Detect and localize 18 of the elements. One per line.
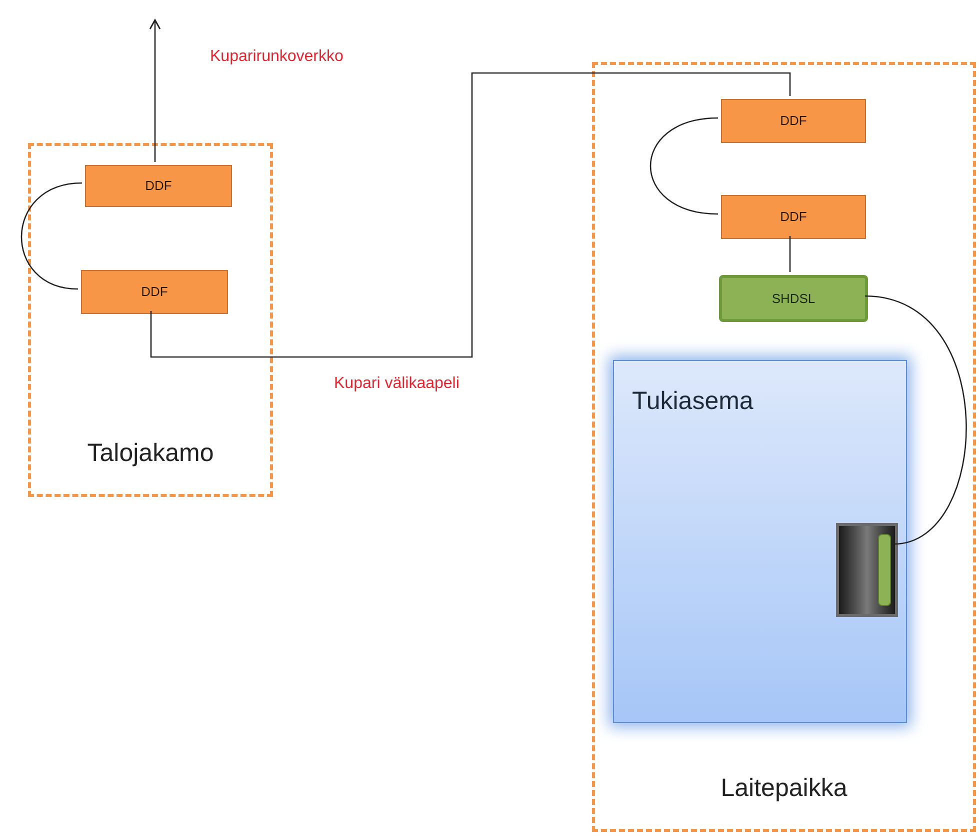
cable-line [650,117,718,215]
distribution-frame-box: DDF [85,165,232,207]
modem-box: SHDSL [719,275,868,322]
distribution-frame-box: DDF [721,195,866,239]
area-label: Laitepaikka [720,772,848,804]
cable-line [20,182,82,290]
port-socket [836,523,898,617]
cabinet-label: Tukiasema [632,386,754,417]
distribution-frame-box: DDF [721,99,866,143]
dashed-area [28,143,273,497]
cable-line [864,295,967,545]
cable-line [789,236,791,272]
arrow [149,19,161,162]
distribution-frame-box: DDF [81,270,228,314]
dashed-area [592,62,976,832]
area-label: Talojakamo [86,438,215,468]
cable-line [150,72,791,358]
base-station-cabinet [613,360,907,723]
